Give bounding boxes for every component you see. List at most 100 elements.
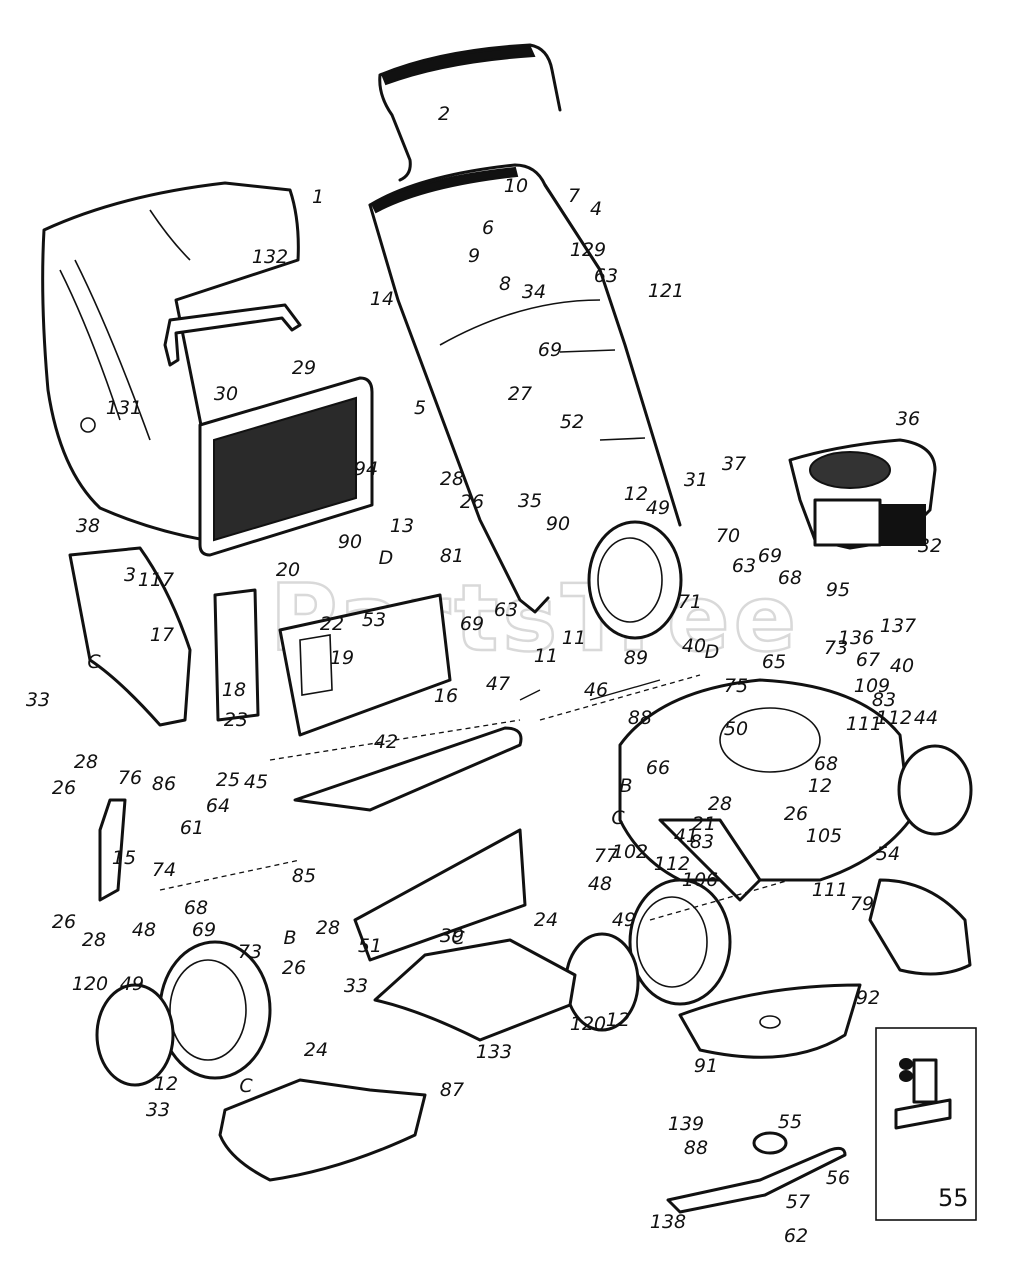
callout-c24b: 24 [304, 1039, 328, 1061]
callout-c46: 46 [584, 679, 608, 701]
mower-blade [666, 1131, 847, 1214]
callout-c63b: 63 [732, 555, 756, 577]
callout-cC1: C [87, 651, 101, 673]
callout-c105: 105 [806, 825, 842, 847]
callout-c90b: 90 [546, 513, 570, 535]
callout-c28e: 28 [82, 929, 106, 951]
callout-c117: 117 [138, 569, 174, 591]
callout-c120a: 120 [72, 973, 108, 995]
callout-c5: 5 [414, 397, 426, 419]
callout-c3: 3 [124, 564, 136, 586]
callout-c94: 94 [354, 458, 378, 480]
callout-c31: 31 [684, 469, 708, 491]
callout-cC4: C [239, 1075, 253, 1097]
callout-c71: 71 [678, 591, 702, 613]
callout-c51: 51 [358, 935, 382, 957]
callout-c49a: 49 [646, 497, 670, 519]
bag-handle-frame [163, 303, 302, 367]
callout-c68a: 68 [778, 567, 802, 589]
callout-c64: 64 [206, 795, 230, 817]
deflector-133 [373, 938, 577, 1042]
callout-c67: 67 [856, 649, 880, 671]
callout-c28c: 28 [708, 793, 732, 815]
callout-c57: 57 [786, 1191, 810, 1213]
callout-c63c: 63 [494, 599, 518, 621]
callout-c54: 54 [876, 843, 900, 865]
callout-c20: 20 [276, 559, 300, 581]
callout-c41: 41 [674, 825, 698, 847]
callout-c66: 66 [646, 757, 670, 779]
frame-16 [278, 593, 452, 737]
callout-c136: 136 [838, 627, 874, 649]
callout-c21: 21 [692, 813, 716, 835]
callout-c26e: 26 [282, 957, 306, 979]
callout-c26b: 26 [52, 777, 76, 799]
callout-c95: 95 [826, 579, 850, 601]
callout-c11b: 11 [534, 645, 558, 667]
callout-c69c: 69 [460, 613, 484, 635]
callout-c16: 16 [434, 685, 458, 707]
callout-c69a: 69 [538, 339, 562, 361]
callout-c55a: 55 [778, 1111, 802, 1133]
callout-c15: 15 [112, 847, 136, 869]
callout-c26a: 26 [460, 491, 484, 513]
callout-c27: 27 [508, 383, 532, 405]
callout-c18: 18 [222, 679, 246, 701]
callout-c112a: 112 [876, 707, 912, 729]
callout-c68b: 68 [814, 753, 838, 775]
callout-c42: 42 [374, 731, 398, 753]
callout-c87: 87 [440, 1079, 464, 1101]
callout-c10: 10 [504, 175, 528, 197]
callout-c2: 2 [438, 103, 450, 125]
callout-c77: 77 [594, 845, 618, 867]
callout-c13: 13 [390, 515, 414, 537]
callout-c4: 4 [590, 198, 602, 220]
callout-c53: 53 [362, 609, 386, 631]
callout-c40b: 40 [890, 655, 914, 677]
callout-c49c: 49 [120, 973, 144, 995]
callout-c26d: 26 [52, 911, 76, 933]
callout-c26c: 26 [784, 803, 808, 825]
callout-c89: 89 [624, 647, 648, 669]
callout-c56: 56 [826, 1167, 850, 1189]
callout-c69b: 69 [758, 545, 782, 567]
callout-c52: 52 [560, 411, 584, 433]
callout-c24a: 24 [534, 909, 558, 931]
callout-c85: 85 [292, 865, 316, 887]
callout-c25: 25 [216, 769, 240, 791]
callout-c48b: 48 [132, 919, 156, 941]
callout-c73b: 73 [238, 941, 262, 963]
callout-cC3: C [451, 927, 465, 949]
callout-c137: 137 [880, 615, 916, 637]
callout-c91: 91 [694, 1055, 718, 1077]
callout-c29: 29 [292, 357, 316, 379]
callout-c33c: 33 [146, 1099, 170, 1121]
callout-c86: 86 [152, 773, 176, 795]
callout-c44: 44 [914, 707, 938, 729]
callout-c30: 30 [214, 383, 238, 405]
callout-c6: 6 [482, 217, 494, 239]
callout-c7: 7 [568, 185, 580, 207]
callout-c81: 81 [440, 545, 464, 567]
callout-c40a: 40 [682, 635, 706, 657]
inset-box [875, 1027, 977, 1221]
callout-c65: 65 [762, 651, 786, 673]
callout-c37: 37 [722, 453, 746, 475]
callout-c139: 139 [668, 1113, 704, 1135]
wheel-rear-right [897, 744, 973, 836]
callout-cC2: C [611, 807, 625, 829]
callout-c23: 23 [224, 709, 248, 731]
callout-c69d: 69 [192, 919, 216, 941]
callout-c22: 22 [320, 613, 344, 635]
callout-c132: 132 [252, 246, 288, 268]
callout-c12d: 12 [154, 1073, 178, 1095]
callout-c28a: 28 [440, 468, 464, 490]
callout-c83b: 83 [690, 831, 714, 853]
callout-c76: 76 [118, 767, 142, 789]
callout-c74: 74 [152, 859, 176, 881]
callout-c49b: 49 [612, 909, 636, 931]
deflector-87 [218, 1078, 427, 1182]
mower-deck [618, 678, 912, 902]
